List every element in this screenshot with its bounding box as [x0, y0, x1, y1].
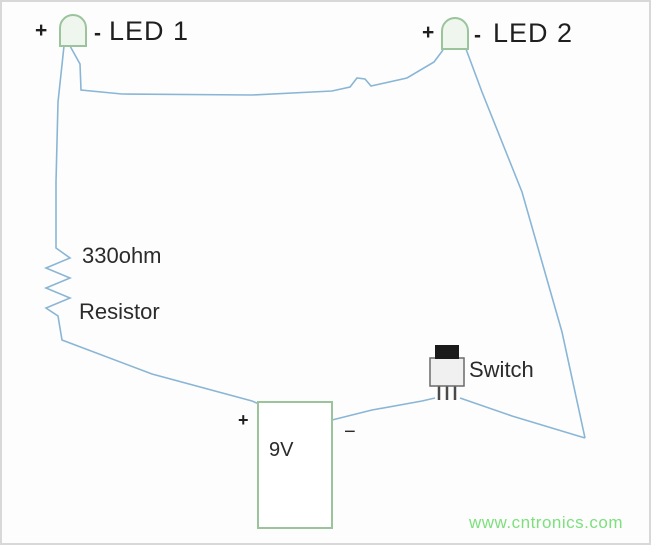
wire-switch-junction [459, 397, 586, 439]
wire-led2-junction [465, 48, 586, 439]
led1-body [59, 14, 87, 47]
led1-minus-sign: - [94, 22, 101, 45]
battery-plus-sign: + [238, 410, 249, 430]
battery-voltage-label: 9V [269, 439, 294, 461]
resistor-value-label: 330ohm [82, 243, 162, 268]
led2-body [441, 17, 469, 50]
wire-led1-resistor-battery [43, 45, 260, 405]
battery-minus-sign: − [344, 421, 356, 443]
switch-body [429, 357, 465, 387]
resistor-label: Resistor [79, 299, 160, 324]
led2-minus-sign: - [474, 24, 481, 47]
wire-led1-led2 [69, 45, 444, 96]
battery-outline [257, 401, 333, 529]
switch-legs [437, 386, 457, 400]
watermark-text: www.cntronics.com [469, 513, 623, 532]
switch-label: Switch [469, 357, 534, 382]
wire-battery-switch [331, 397, 436, 421]
led2-label: LED 2 [493, 18, 574, 48]
switch-cap [435, 345, 459, 359]
led1-label: LED 1 [109, 16, 190, 46]
led2-plus-sign: + [422, 21, 435, 44]
led1-plus-sign: + [35, 19, 48, 42]
